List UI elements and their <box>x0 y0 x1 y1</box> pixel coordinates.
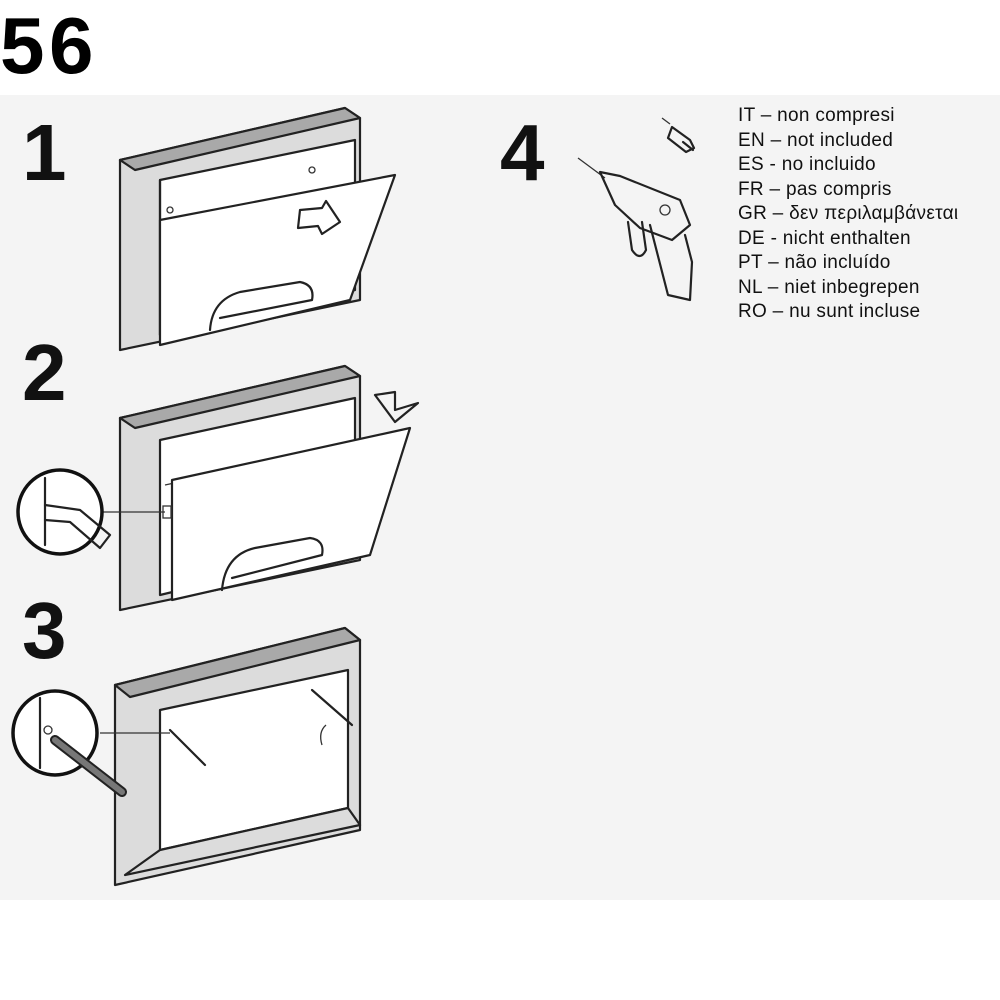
step-number-6: 6 <box>48 1 94 90</box>
step-3-cabinet <box>100 626 362 887</box>
legend-line-fr: FR – pas compris <box>738 178 892 200</box>
wall-plug-icon <box>661 117 696 154</box>
legend-line-nl: NL – niet inbegrepen <box>738 276 920 298</box>
step-number-1: 1 <box>22 108 67 197</box>
step-number-5: 5 <box>0 1 45 90</box>
legend-line-it: IT – non compresi <box>738 105 895 126</box>
step-number-4: 4 <box>500 108 545 197</box>
legend-line-pt: PT – não incluído <box>738 252 891 273</box>
step-number-3: 3 <box>22 586 67 675</box>
legend-line-es: ES - no incluido <box>738 154 876 175</box>
legend-line-en: EN – not included <box>738 129 894 151</box>
legend-line-ro: RO – nu sunt incluse <box>738 301 921 322</box>
drill-icon <box>577 157 694 302</box>
step-2-detail-circle <box>16 468 112 556</box>
legend-line-de: DE - nicht enthalten <box>738 227 911 249</box>
step-3-detail-circle <box>11 689 127 797</box>
step-number-2: 2 <box>22 328 67 417</box>
step-1-cabinet <box>118 106 397 352</box>
legend-line-gr: GR – δεν περιλαμβάνεται <box>738 203 959 224</box>
not-included-legend: IT – non compresi EN – not included ES -… <box>738 104 958 325</box>
step-2-cabinet <box>100 364 420 612</box>
